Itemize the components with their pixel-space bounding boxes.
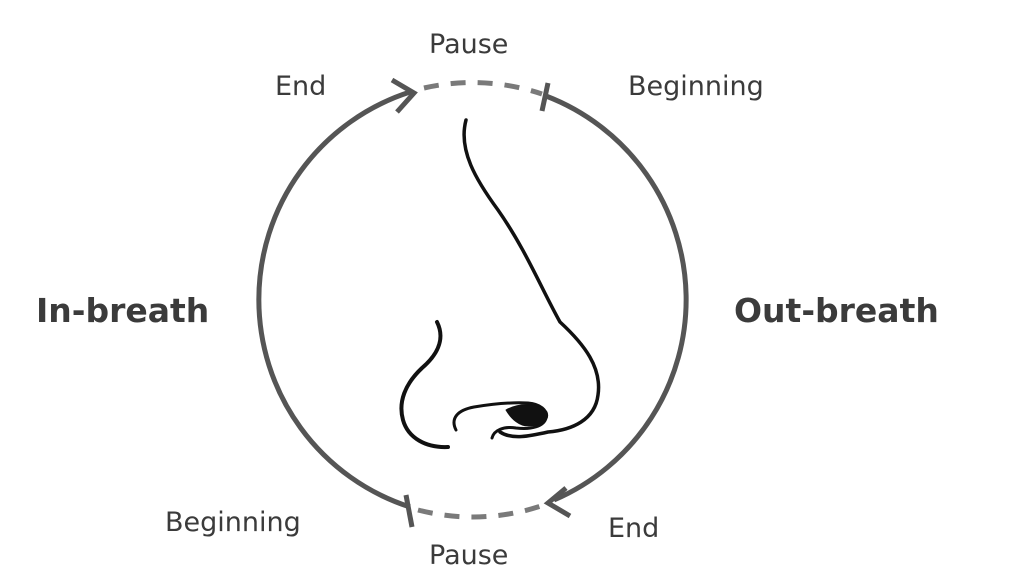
in-breath-arc <box>256 89 411 510</box>
beginning-tick-top <box>539 82 551 112</box>
pause-top-dashed-arc <box>423 80 543 97</box>
nose-illustration-icon <box>399 118 601 450</box>
pause-label-top: Pause <box>429 29 509 60</box>
beginning-label-bottom: Beginning <box>165 507 301 538</box>
pause-bottom-dashed-arc <box>417 502 545 520</box>
beginning-label-top: Beginning <box>628 71 764 102</box>
end-label-bottom: End <box>608 513 660 544</box>
in-breath-label: In-breath <box>36 291 210 330</box>
end-label-top: End <box>275 71 327 102</box>
pause-label-bottom: Pause <box>429 540 509 571</box>
out-breath-arc <box>545 93 689 503</box>
out-breath-arrow-icon <box>543 486 572 519</box>
out-breath-label: Out-breath <box>734 291 939 330</box>
in-breath-arrow-icon <box>390 77 418 114</box>
beginning-tick-bottom <box>403 494 415 528</box>
